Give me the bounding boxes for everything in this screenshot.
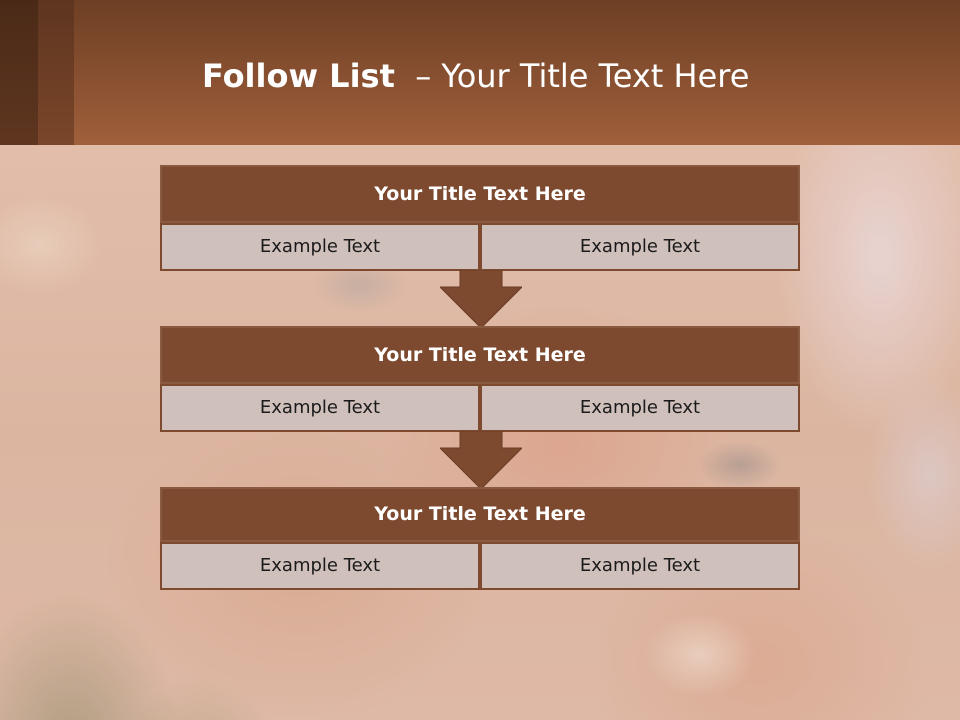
header-accent-mid	[38, 0, 74, 145]
slide-title-bold: Follow List	[202, 57, 395, 95]
block-cell-right: Example Text	[480, 223, 800, 271]
header-accent-dark	[0, 0, 38, 145]
block-title: Your Title Text Here	[160, 165, 800, 223]
down-arrow-icon	[440, 270, 522, 328]
block-cell-left: Example Text	[160, 542, 480, 590]
block-title: Your Title Text Here	[160, 326, 800, 384]
block-cell-left: Example Text	[160, 223, 480, 271]
down-arrow-icon	[440, 431, 522, 489]
block-cell-right: Example Text	[480, 542, 800, 590]
block-cell-right: Example Text	[480, 384, 800, 432]
slide-title: Follow List – Your Title Text Here	[202, 54, 749, 98]
block-title: Your Title Text Here	[160, 487, 800, 542]
block-cell-left: Example Text	[160, 384, 480, 432]
header-band	[0, 0, 960, 145]
slide-title-rest: – Your Title Text Here	[394, 57, 750, 95]
